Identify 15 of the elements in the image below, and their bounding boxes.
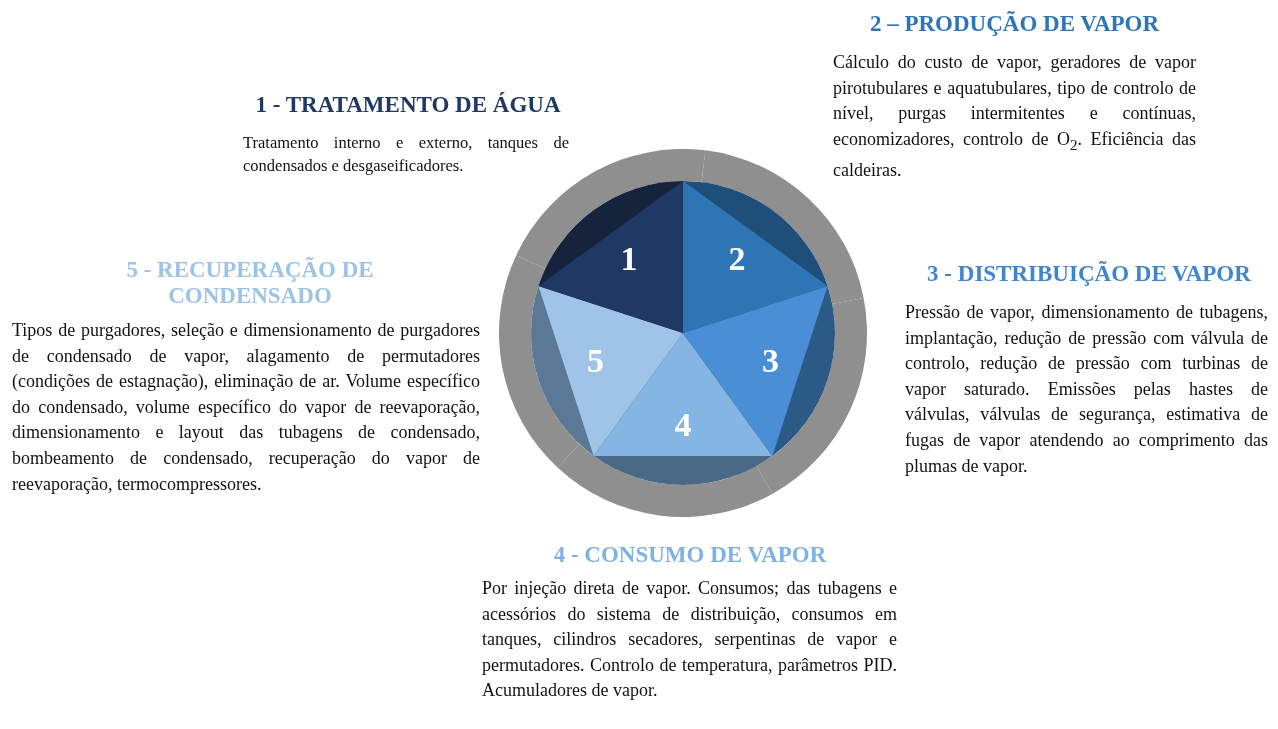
section-description: Tipos de purgadores, seleção e dimensionamento de purgadores de condensado de vapor, alagamento de permutadores (condições de estagnação), eliminação de ar. Volume específico do condensado, volume específico do vapor de reevaporação, dimensionamento e layout das tubagens de condensado, bombeamento de condensado, recuperação do vapor de reevaporação, termocompressores. xyxy=(12,319,480,496)
section-heading: 2 – PRODUÇÃO DE VAPOR xyxy=(868,11,1161,37)
section-heading: 4 - CONSUMO DE VAPOR xyxy=(552,542,828,568)
segment-number: 4 xyxy=(674,407,692,443)
section-description: Por injeção direta de vapor. Consumos; das tubagens e acessórios do sistema de distribuição, consumos em tanques, cilindros secadores, serpentinas de vapor e permutadores. Controlo de temperatura, parâmetros PID. Acumuladores de vapor. xyxy=(482,577,897,703)
section-description: Tratamento interno e externo, tanques de condensados e desgaseificadores. xyxy=(243,132,569,177)
section-description: Pressão de vapor, dimensionamento de tubagens, implantação, redução de pressão com válvula de controlo, redução de pressão com turbinas de vapor saturado. Emissões pelas hastes de válvulas, válvulas de segurança, estimativa de fugas de vapor atendendo ao comprimento das plumas de vapor. xyxy=(905,301,1268,478)
section-description: Cálculo do custo de vapor, geradores de vapor pirotubulares e aquatubulares, tipo de controlo de nível, purgas intermitentes e contínuas, economizadores, controlo de O$_{2}$. Eficiência das caldeiras. xyxy=(833,51,1196,182)
segment-number: 5 xyxy=(587,343,604,380)
section-heading: 5 - RECUPERAÇÃO DE CONDENSADO xyxy=(125,257,375,309)
section-heading: 3 - DISTRIBUIÇÃO DE VAPOR xyxy=(926,261,1252,287)
section-heading: 1 - TRATAMENTO DE ÁGUA xyxy=(254,92,562,118)
segment-number: 2 xyxy=(728,240,746,277)
segment-number: 1 xyxy=(620,240,638,277)
segment-number: 3 xyxy=(762,343,779,380)
